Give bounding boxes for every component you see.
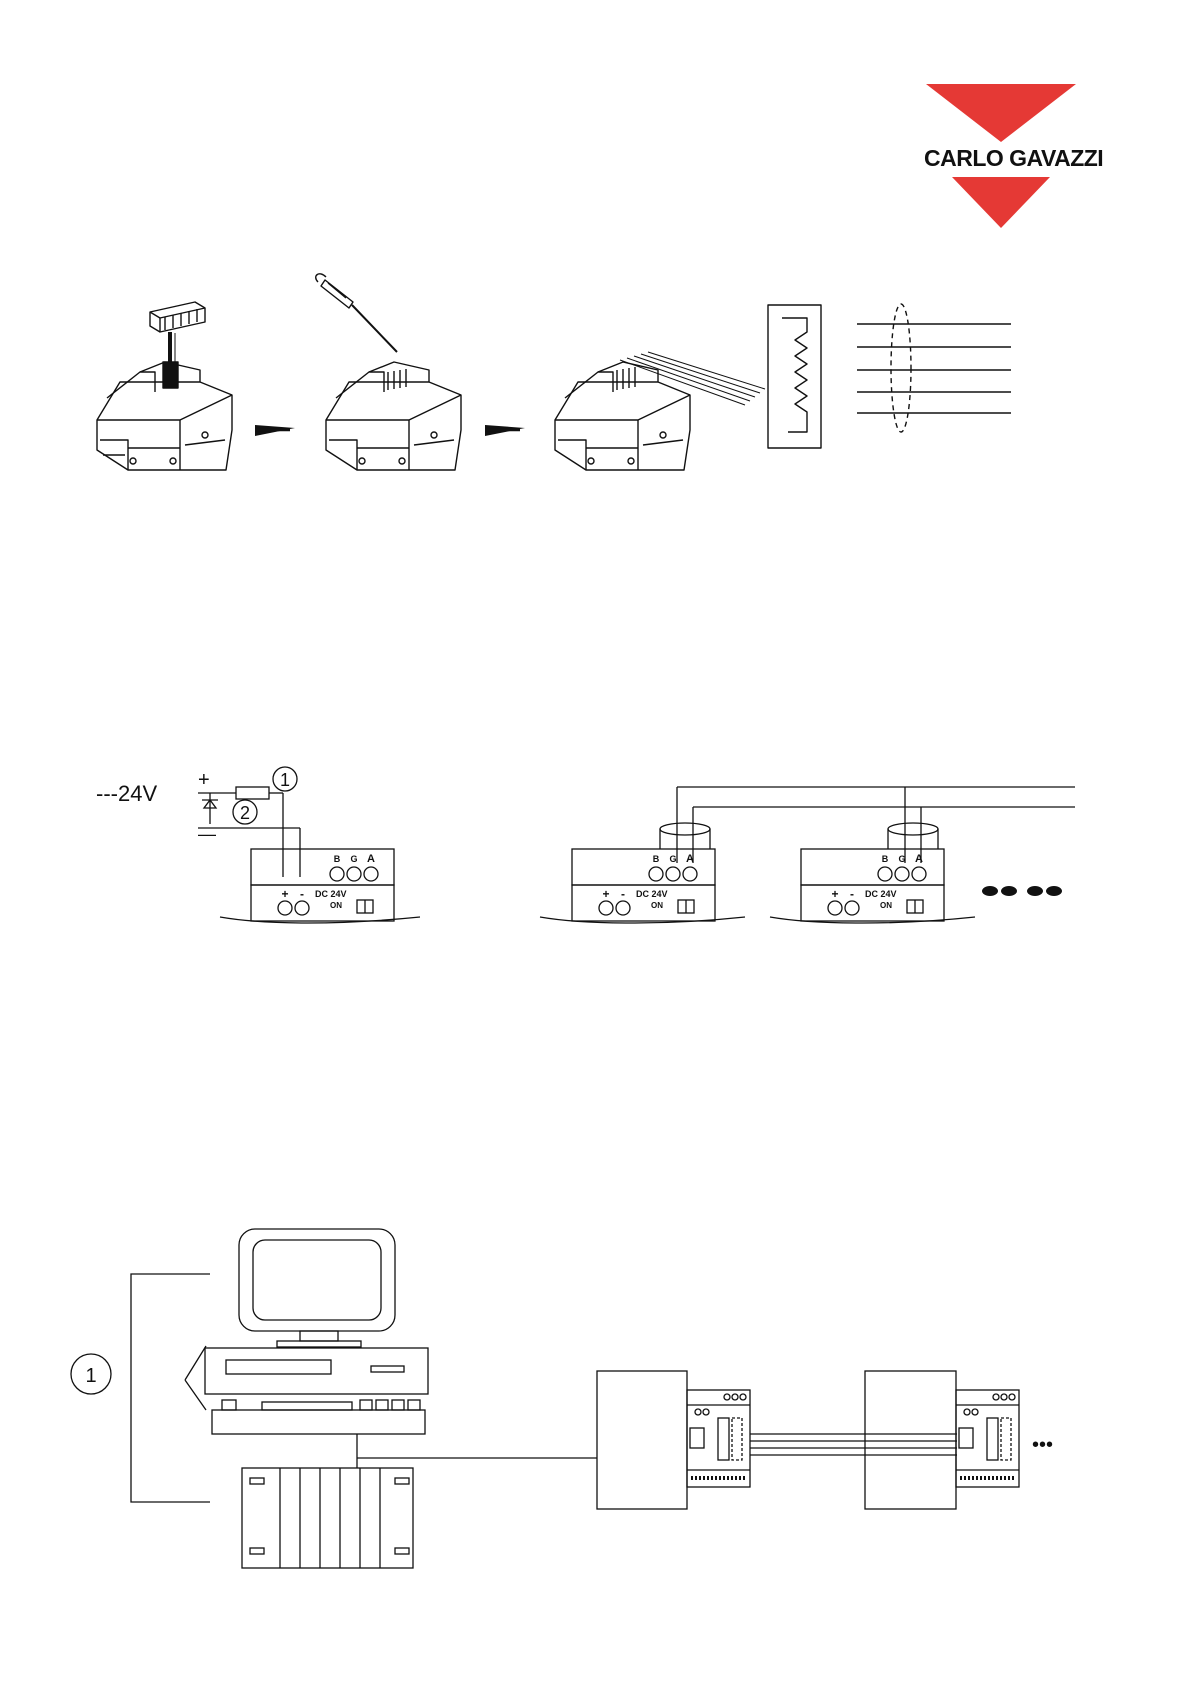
module-icon (956, 1390, 1019, 1487)
keyboard-icon (212, 1400, 425, 1434)
network-continuation: ••• (1032, 1434, 1053, 1456)
module-icon (687, 1390, 750, 1487)
gateway-box-2 (865, 1371, 956, 1509)
gateway-box-1 (597, 1371, 687, 1509)
plc-rack-icon (242, 1468, 413, 1568)
callout-master: 1 (85, 1365, 96, 1387)
computer-icon (205, 1229, 428, 1394)
